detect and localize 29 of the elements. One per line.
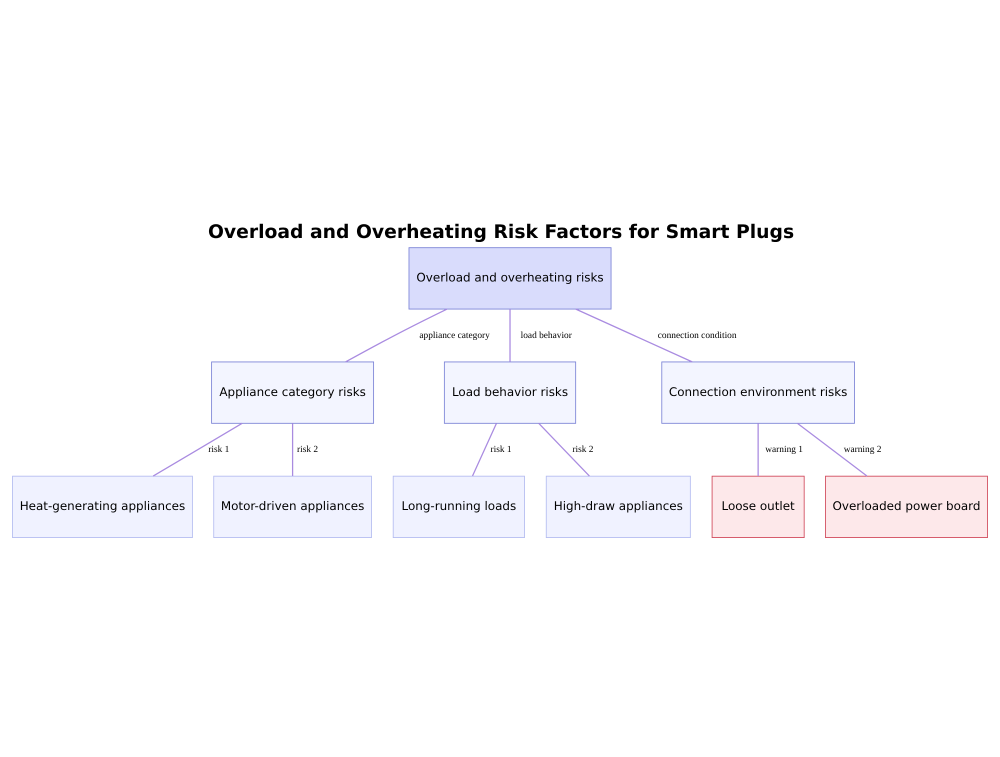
node-box: Motor-driven appliances	[213, 475, 372, 538]
connector	[538, 422, 590, 476]
diagram-title: Overload and Overheating Risk Factors for Smart Plugs	[208, 221, 794, 242]
edge-label: risk 2	[572, 444, 594, 455]
node-box: Heat-generating appliances	[12, 475, 193, 538]
edge-label: warning 1	[765, 444, 803, 455]
node-box: High-draw appliances	[546, 475, 691, 538]
connector	[292, 422, 294, 476]
edge-label: connection condition	[658, 330, 737, 340]
node-box: Overload and overheating risks	[408, 246, 612, 310]
connector	[509, 308, 511, 362]
edge-label: risk 1	[208, 444, 230, 455]
node-box: Appliance category risks	[211, 361, 374, 424]
edge-label: appliance category	[419, 330, 490, 340]
node-box: Long-running loads	[392, 475, 525, 538]
connector	[472, 422, 498, 476]
connector	[576, 308, 692, 362]
node-box: Load behavior risks	[444, 361, 576, 424]
edge-label: load behavior	[520, 330, 572, 340]
connector	[152, 422, 242, 476]
node-box: Loose outlet	[712, 475, 805, 538]
node-box: Connection environment risks	[661, 361, 855, 424]
connector	[758, 422, 759, 476]
connector	[345, 308, 448, 362]
edge-label: risk 1	[490, 444, 512, 455]
node-box: Overloaded power board	[825, 475, 988, 538]
edge-label: risk 2	[296, 444, 318, 455]
connector	[797, 422, 868, 476]
edge-label: warning 2	[844, 444, 882, 455]
